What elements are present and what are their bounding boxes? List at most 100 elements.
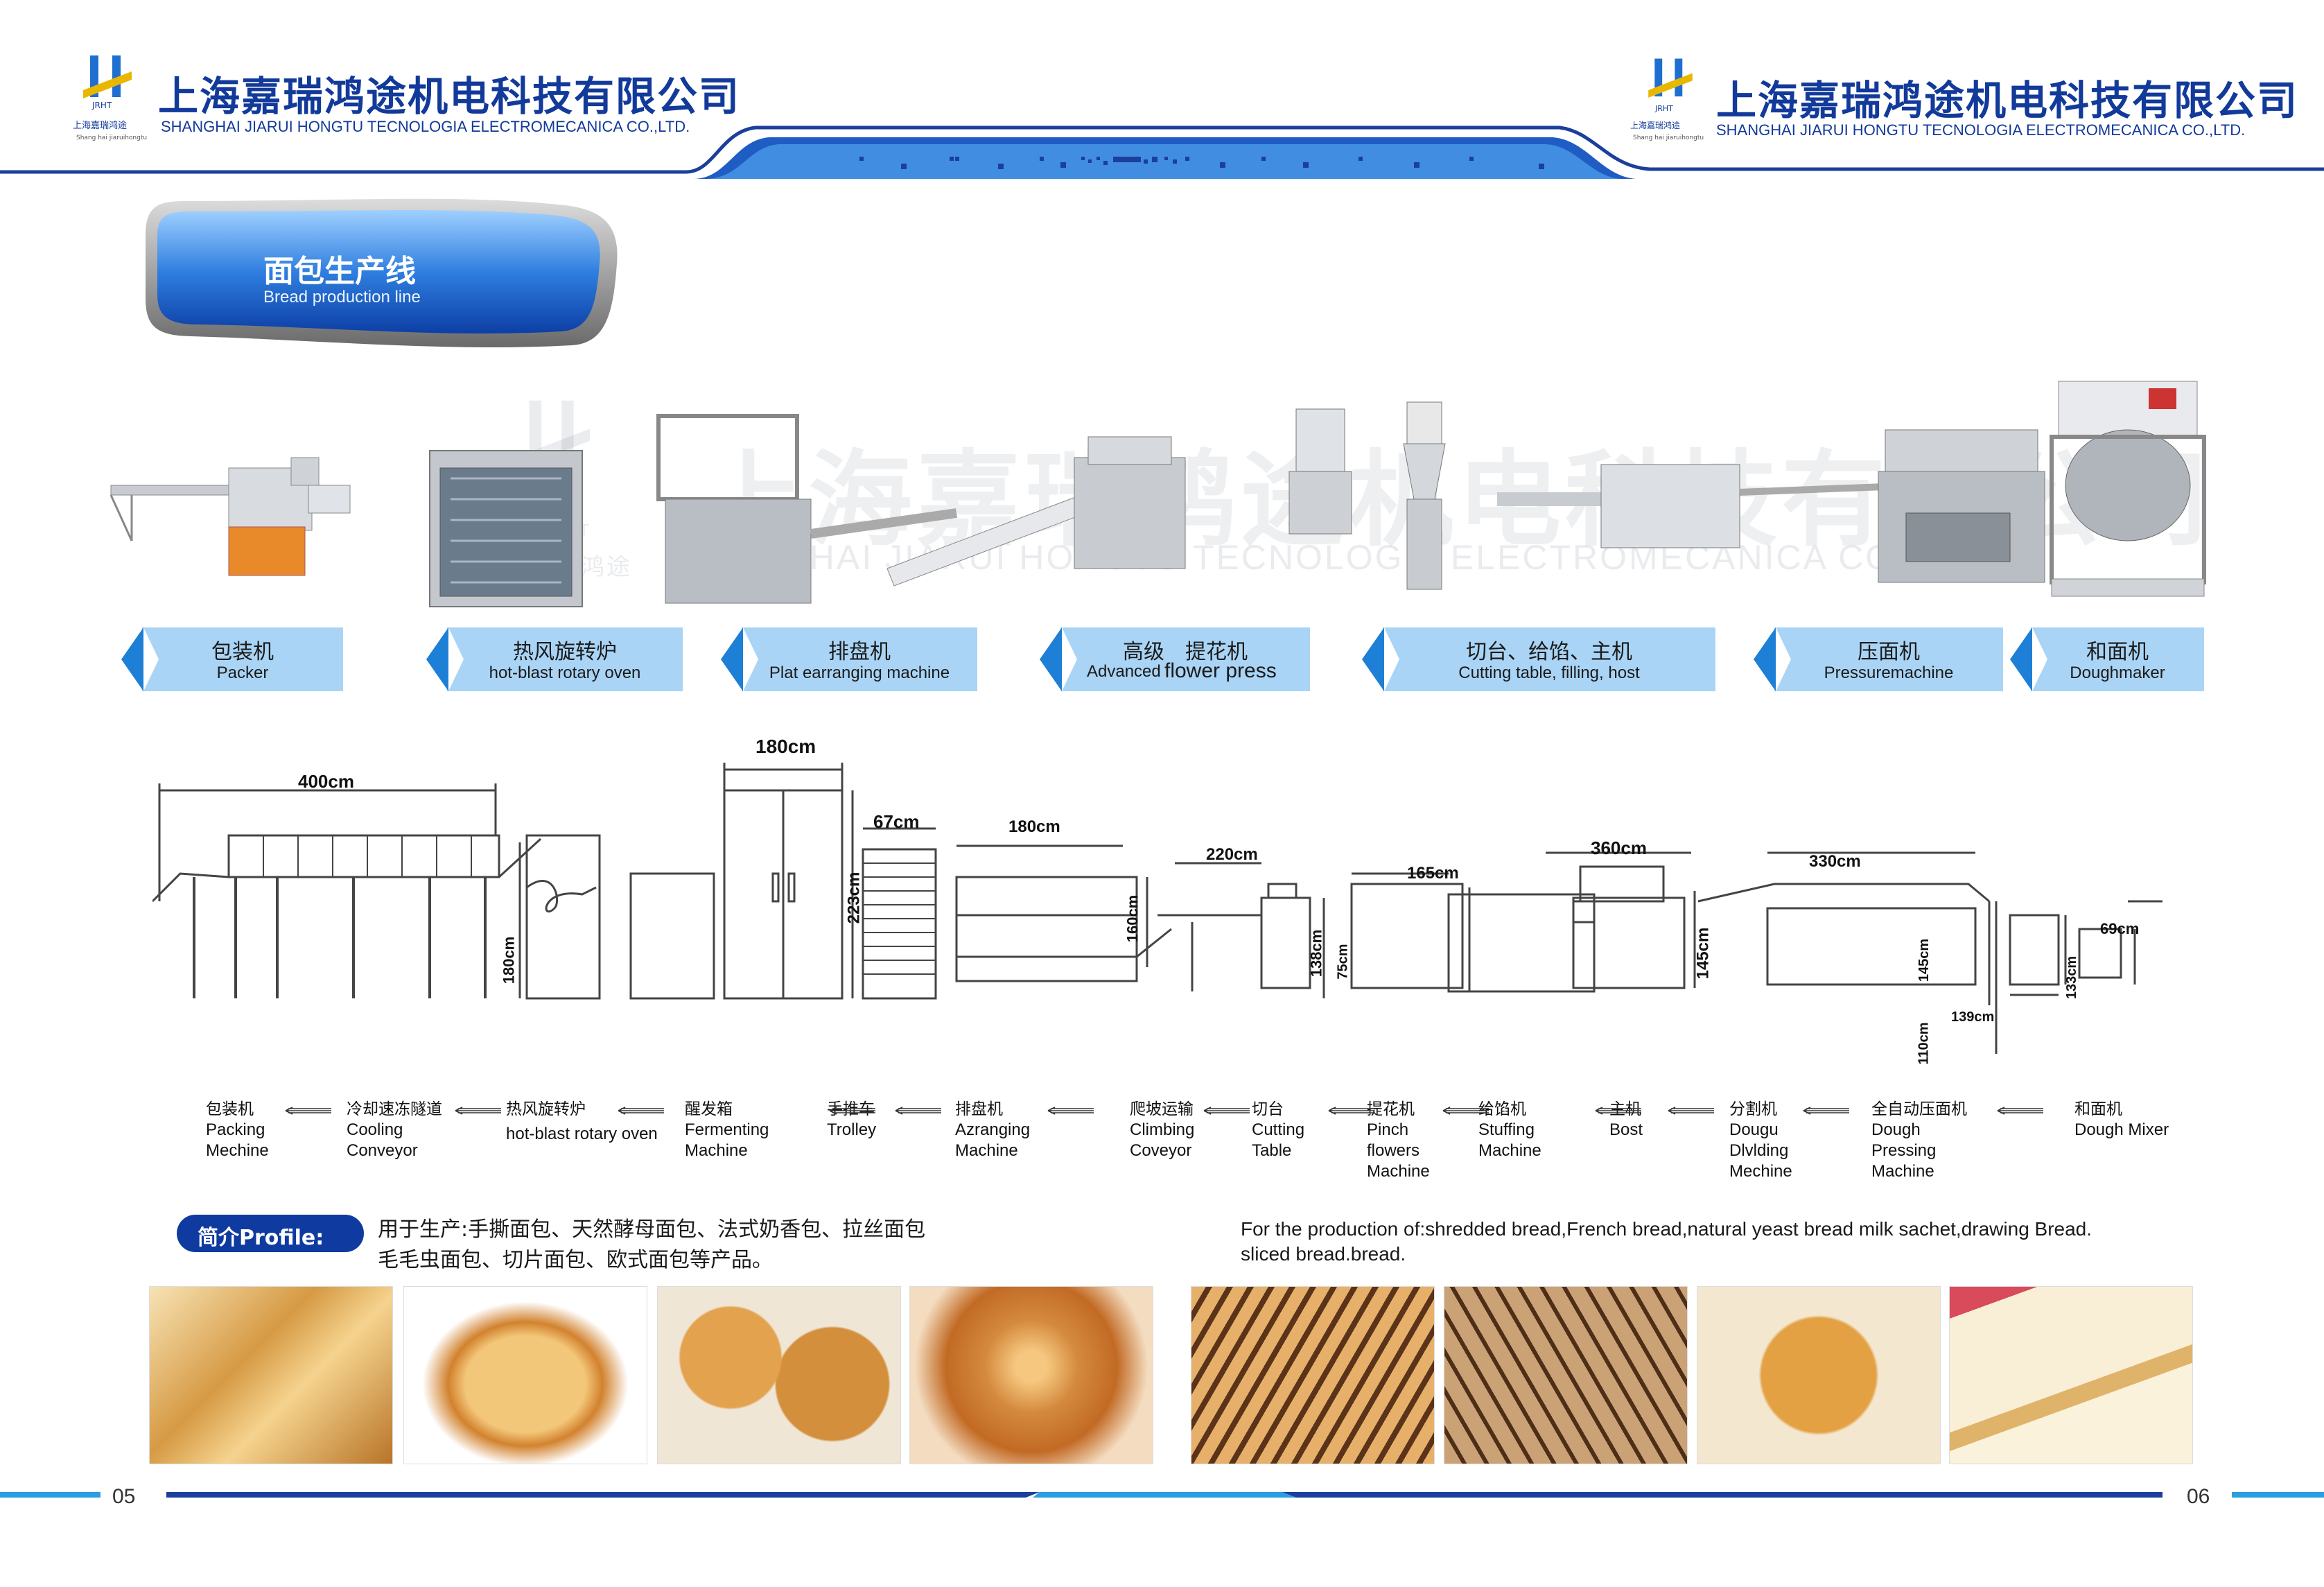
process-step: 热风旋转炉 hot-blast rotary oven	[506, 1099, 658, 1145]
dim-69: 69cm	[2100, 920, 2140, 937]
bread-photo-2	[403, 1286, 647, 1464]
logo-abbr-right: JRHT	[1655, 104, 1673, 113]
process-step-en: Conveyor	[347, 1141, 418, 1160]
process-step-cn: 醒发箱	[685, 1100, 733, 1118]
company-logo-icon-right	[1648, 58, 1693, 98]
company-logo-icon	[83, 55, 132, 98]
process-step-en: Pinch	[1367, 1120, 1409, 1139]
process-step-cn: 提花机	[1367, 1100, 1415, 1118]
logo-cn: 上海嘉瑞鸿途	[73, 121, 128, 131]
arrow-left-icon	[1442, 1104, 1490, 1115]
chevron-inner	[1062, 627, 1077, 691]
chevron-inner	[143, 627, 159, 691]
footer-band	[0, 1492, 2324, 1498]
process-step-en: Dougu	[1729, 1120, 1779, 1139]
dim-180b: 180cm	[1008, 817, 1060, 836]
machine-tag-cn: 热风旋转炉	[513, 640, 617, 664]
dim-67: 67cm	[873, 811, 920, 832]
profile-cn-line2: 毛毛虫面包、切片面包、欧式面包等产品。	[378, 1248, 773, 1272]
machine-tag-en: Pressuremachine	[1824, 664, 1954, 682]
process-step-en: Dlvlding	[1729, 1141, 1789, 1160]
process-step-cn: 排盘机	[955, 1100, 1003, 1118]
process-step-en: Mechine	[1729, 1162, 1792, 1181]
chevron-left-icon	[2010, 627, 2032, 691]
arrow-left-icon	[1802, 1104, 1851, 1115]
arrow-left-icon	[1203, 1104, 1251, 1115]
bread-photo-5	[1191, 1286, 1435, 1464]
dim-h145a: 145cm	[1693, 927, 1713, 980]
logo-pinyin: Shang hai jiaruihongtu	[76, 135, 148, 141]
profile-en-line2: sliced bread.bread.	[1241, 1243, 1406, 1265]
arrow-left-icon	[894, 1104, 943, 1115]
chevron-left-icon	[1040, 627, 1062, 691]
chevron-left-icon	[721, 627, 743, 691]
process-step-cn: 和面机	[2074, 1100, 2122, 1118]
company-name-en: SHANGHAI JIARUI HONGTU TECNOLOGIA ELECTR…	[161, 118, 690, 135]
chevron-inner	[1384, 627, 1399, 691]
chevron-left-icon	[121, 627, 143, 691]
process-step-cn: 爬坡运输	[1130, 1100, 1194, 1118]
process-step-en: Machine	[1871, 1162, 1934, 1181]
chevron-left-icon	[426, 627, 448, 691]
machine-tag-en: flower press	[1164, 659, 1277, 682]
bread-photo-8	[1949, 1286, 2193, 1464]
tray-arranging-machine-image	[656, 414, 957, 604]
pixel-dots-decoration	[859, 157, 1544, 169]
logo-cn-right: 上海嘉瑞鸿途	[1630, 121, 1681, 130]
process-step-en: Dough	[1871, 1120, 1921, 1139]
chevron-inner	[448, 627, 464, 691]
bread-photo-1	[149, 1286, 393, 1464]
process-step-en: Fermenting	[685, 1120, 769, 1139]
arrow-left-icon	[454, 1104, 503, 1115]
chevron-inner	[743, 627, 758, 691]
dim-165: 165cm	[1407, 864, 1459, 883]
process-step-en: Climbing	[1130, 1120, 1195, 1139]
dim-h133: 133cm	[2064, 955, 2080, 1000]
dim-h223: 223cm	[844, 871, 864, 924]
machine-tag-en: hot-blast rotary oven	[489, 664, 641, 682]
chevron-inner	[1776, 627, 1791, 691]
section-title-badge: 面包生产线 Bread production line	[142, 194, 620, 354]
process-step: 手推车 Trolley	[827, 1099, 876, 1141]
company-name-cn: 上海嘉瑞鸿途机电科技有限公司	[158, 73, 741, 120]
dim-h75: 75cm	[1335, 944, 1351, 980]
dim-180a: 180cm	[755, 736, 816, 757]
process-step-en: Dough Mixer	[2074, 1120, 2169, 1139]
process-step-cn: 分割机	[1729, 1100, 1777, 1118]
process-step-cn: 热风旋转炉	[506, 1100, 586, 1118]
machine-tag-en: Packer	[216, 664, 269, 682]
process-step-en: Cutting	[1252, 1120, 1305, 1139]
profile-cn-line1: 用于生产:手撕面包、天然酵母面包、法式奶香包、拉丝面包	[378, 1217, 926, 1242]
process-step-en: Table	[1252, 1141, 1292, 1160]
process-step-en: Trolley	[827, 1120, 877, 1139]
process-step-en: hot-blast rotary oven	[506, 1125, 658, 1143]
process-step-en: Stuffing	[1478, 1120, 1535, 1139]
arrow-left-icon	[1594, 1104, 1643, 1115]
company-name-en-right: SHANGHAI JIARUI HONGTU TECNOLOGIA ELECTR…	[1716, 121, 2246, 139]
process-step-cn: 手推车	[827, 1100, 875, 1118]
process-step-en: Packing	[206, 1120, 265, 1139]
machine-tag-en: Cutting table, filling, host	[1458, 664, 1640, 682]
process-step-cn: 切台	[1252, 1100, 1284, 1118]
machine-tag-en: Plat earranging machine	[769, 664, 950, 682]
dim-220: 220cm	[1206, 845, 1258, 864]
chevron-inner	[2032, 627, 2047, 691]
cutting-table-host-image	[1288, 401, 1921, 590]
machine-tag-cn: 压面机	[1858, 640, 1920, 664]
logo-abbr: JRHT	[92, 101, 112, 110]
profile-en-line1: For the production of:shredded bread,Fre…	[1241, 1218, 2093, 1240]
